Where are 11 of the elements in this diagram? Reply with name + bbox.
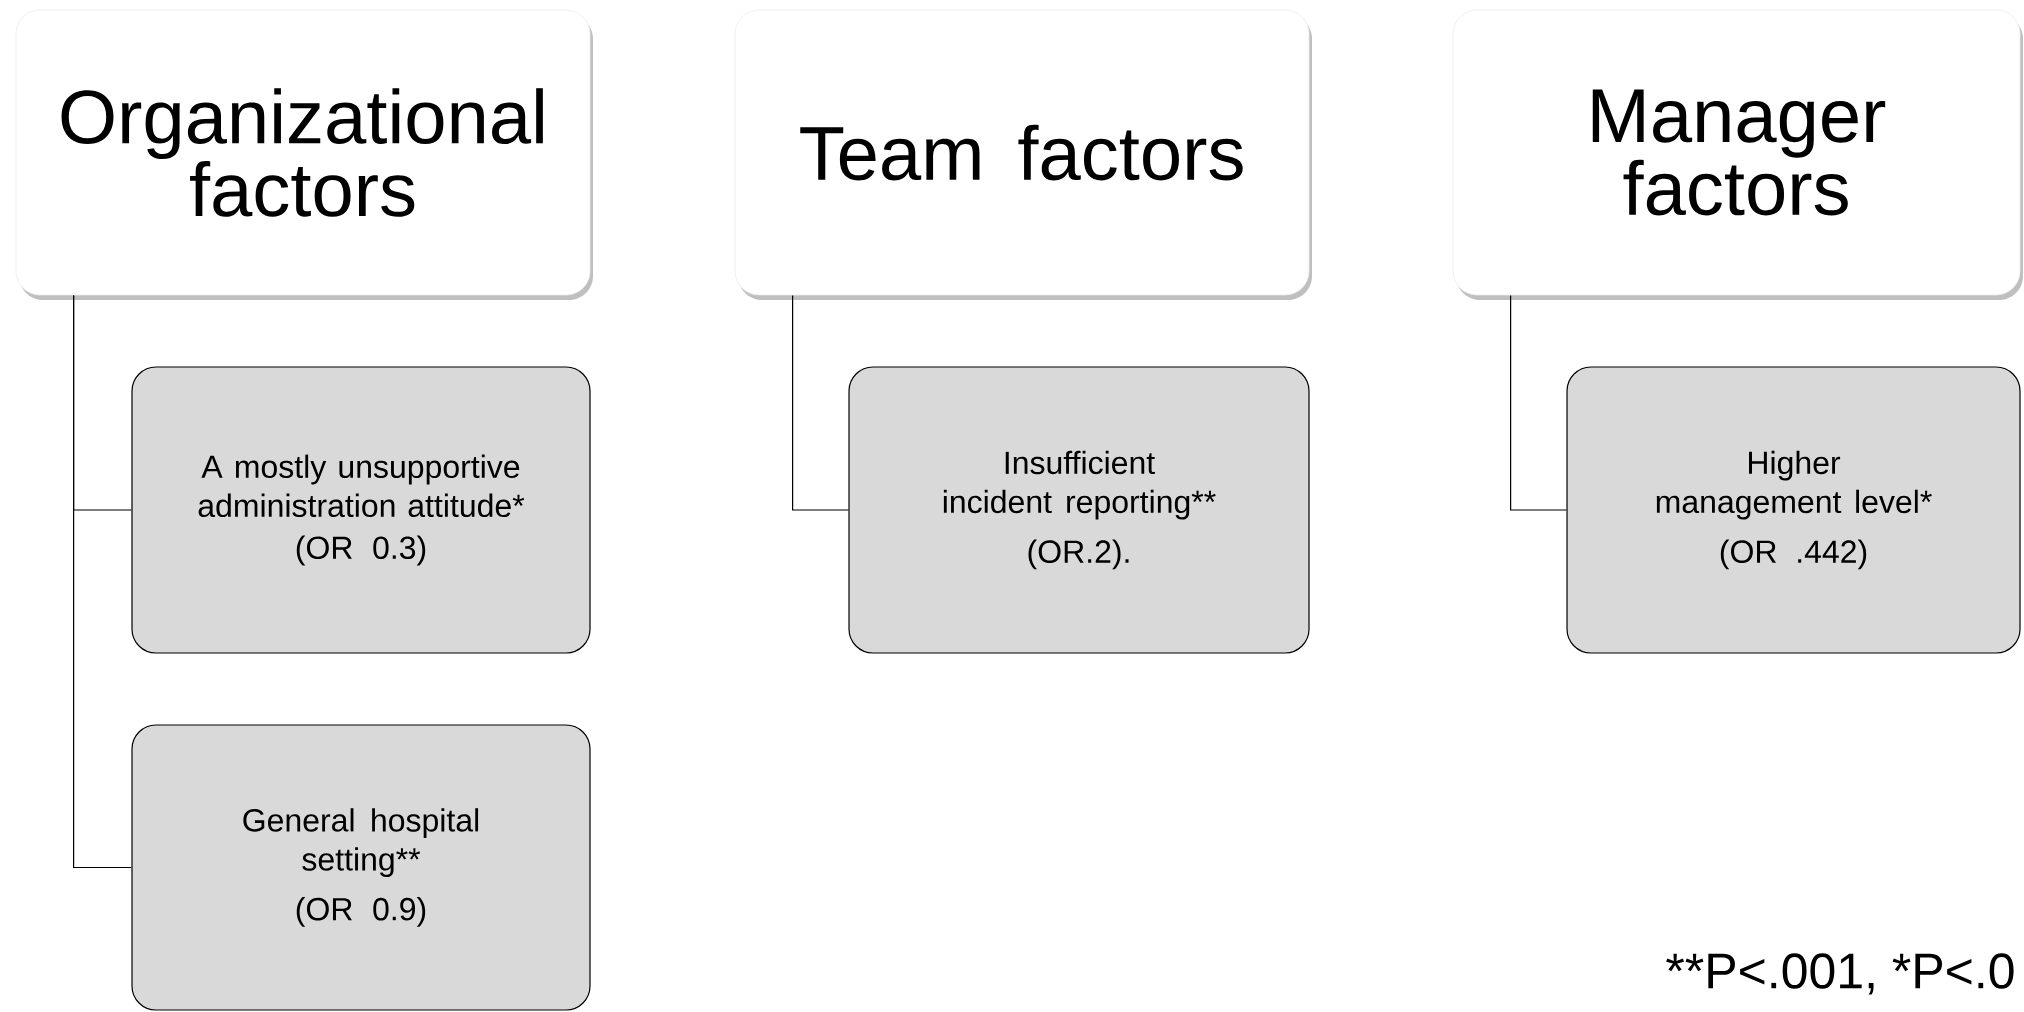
connector-line [1510,294,1567,511]
category-box: Organizational factors [15,9,593,300]
connector-line [792,294,849,511]
factor-box: A mostly unsupportive administration attitude* (OR 0.3) [131,366,591,654]
factor-box: General hospital setting** (OR 0.9) [131,724,591,1011]
factor-box: Higher management level* (OR .442) [1566,366,2021,654]
category-box: Team factors [734,9,1312,300]
factor-box: Insufficient incident reporting** (OR.2). [848,366,1310,654]
footnote: **P<.001, *P<.0 [1666,953,2014,995]
connector-line [73,294,132,869]
category-box: Manager factors [1452,9,2024,300]
